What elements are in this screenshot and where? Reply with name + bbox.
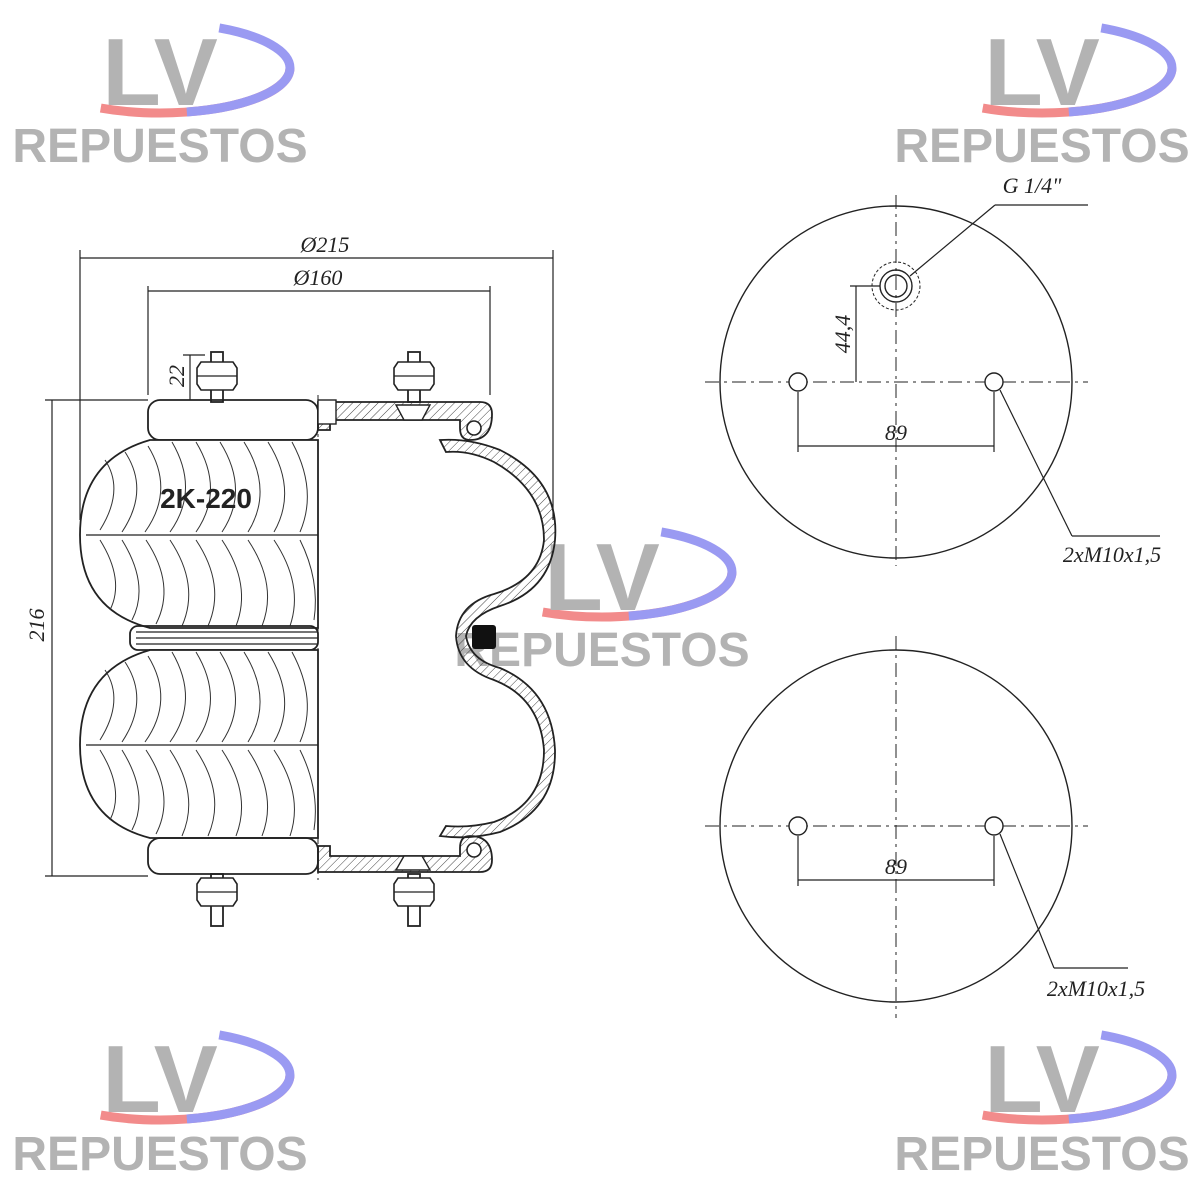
dimension-total-height: 216 — [24, 399, 148, 877]
watermark-center: LV REPUESTOS — [454, 522, 750, 677]
dimension-plate-diameter: Ø160 — [147, 265, 491, 395]
bottom-plate-view: 89 2xM10x1,5 — [705, 636, 1145, 1018]
watermark-subtitle: REPUESTOS — [894, 1128, 1189, 1181]
upper-convolution — [79, 439, 319, 629]
bottom-stud-right — [393, 873, 435, 927]
top-hole-spacing-label: 89 — [885, 420, 907, 445]
air-fitting-label: G 1/4" — [1003, 173, 1063, 198]
watermark-top-left: LV REPUESTOS — [12, 18, 308, 173]
lower-convolution — [79, 649, 319, 839]
bottom-hole-spacing-label: 89 — [885, 854, 907, 879]
dimension-outer-diameter: Ø215 — [79, 232, 554, 520]
watermark-brand: LV — [984, 19, 1100, 126]
dimension-stud-height: 22 — [164, 354, 205, 400]
watermark-brand: LV — [102, 1026, 218, 1133]
watermark-subtitle: REPUESTOS — [894, 120, 1189, 173]
watermark-top-right: LV REPUESTOS — [894, 18, 1190, 173]
watermark-bottom-right: LV REPUESTOS — [894, 1025, 1190, 1181]
watermark-subtitle: REPUESTOS — [454, 624, 749, 677]
bellows-section — [438, 438, 557, 839]
watermark-brand: LV — [544, 524, 660, 631]
dimension-outer-diameter-label: Ø215 — [300, 232, 350, 257]
top-thread-label: 2xM10x1,5 — [1063, 542, 1161, 567]
watermark-brand: LV — [102, 19, 218, 126]
watermark-bottom-left: LV REPUESTOS — [12, 1025, 308, 1181]
dimension-plate-diameter-label: Ø160 — [293, 265, 343, 290]
dimension-stud-height-label: 22 — [164, 365, 189, 387]
watermark-subtitle: REPUESTOS — [12, 1128, 307, 1181]
side-view: Ø215 Ø160 22 216 — [24, 232, 557, 927]
top-plate-view: G 1/4" 44,4 89 2xM10x1,5 — [705, 173, 1161, 567]
model-label: 2K-220 — [160, 483, 252, 514]
watermark-subtitle: REPUESTOS — [12, 120, 307, 173]
top-stud-right — [393, 351, 435, 403]
top-stud-left — [196, 351, 238, 403]
bottom-thread-label: 2xM10x1,5 — [1047, 976, 1145, 1001]
fitting-offset-label: 44,4 — [830, 315, 855, 354]
dimension-total-height-label: 216 — [24, 609, 49, 642]
watermark-brand: LV — [984, 1026, 1100, 1133]
girdle-ring-section — [472, 625, 496, 649]
bottom-stud-left — [196, 873, 238, 927]
